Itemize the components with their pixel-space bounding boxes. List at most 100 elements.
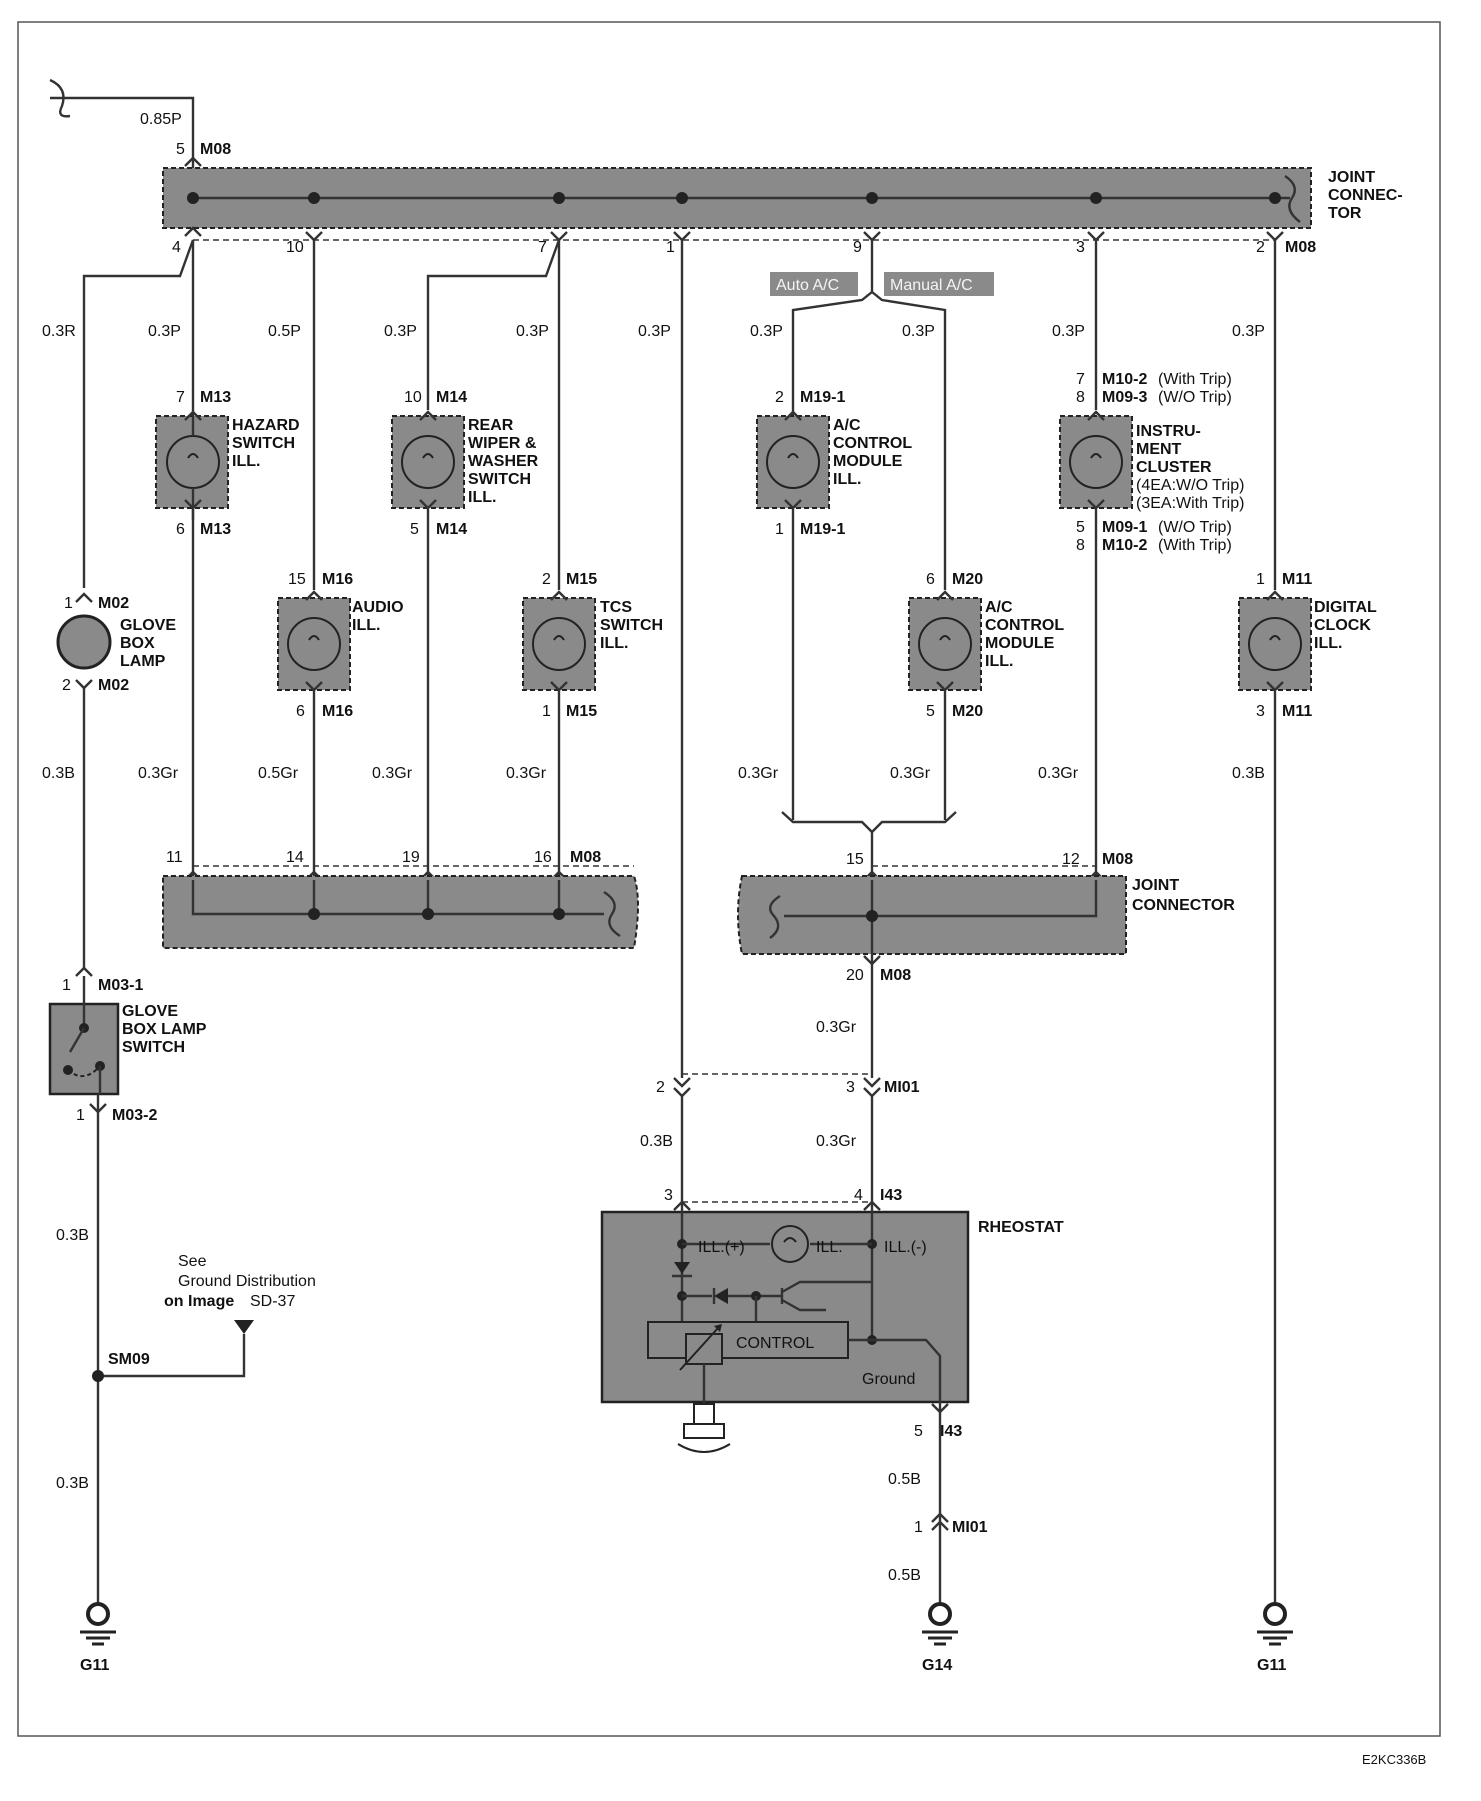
image-code: E2KC336B — [1362, 1752, 1426, 1767]
lower-label-acm2: 0.3Gr — [890, 765, 931, 782]
bus3-pin-15: 15 — [846, 851, 864, 868]
audio-conn-top: M16 — [322, 571, 353, 588]
feed-wire — [50, 96, 195, 176]
bus3-label-2: CONNECTOR — [1132, 897, 1235, 914]
left-wire-label-b: 0.3B — [56, 1475, 89, 1492]
wire-label-auto-ac: 0.3P — [750, 323, 783, 340]
ground-g11-right-icon — [1257, 1602, 1293, 1646]
top-bus-break-symbol — [1284, 175, 1301, 223]
mi01-pin-2: 2 — [656, 1079, 665, 1096]
sm09-splice-dot — [92, 1370, 104, 1382]
bus2-line — [191, 880, 604, 916]
acm2-label-3: MODULE — [985, 635, 1055, 652]
connector-m08-right: M08 — [1285, 239, 1316, 256]
bus3-pin-20: 20 — [846, 967, 864, 984]
ground-g14: G14 — [922, 1657, 952, 1674]
bottom-conn-mi01: MI01 — [952, 1519, 988, 1536]
rheostat-knob-icon — [677, 1403, 731, 1453]
rheo-ground: Ground — [862, 1371, 915, 1388]
cluster-pin-bot1: 5 — [1076, 519, 1085, 536]
tcs-pin-bot: 1 — [542, 703, 551, 720]
rheo-pin-3: 3 — [664, 1187, 673, 1204]
bus2-pin-19: 19 — [402, 849, 420, 866]
lower-label-hazard: 0.3Gr — [138, 765, 179, 782]
wire-ac-split — [791, 240, 947, 590]
hazard-conn-top: M13 — [200, 389, 231, 406]
cluster-note-top1: (With Trip) — [1158, 371, 1232, 388]
audio-ill — [277, 590, 351, 692]
gsw-pin-top: 1 — [62, 977, 71, 994]
top-joint-label-3: TOR — [1328, 205, 1362, 222]
lower-label-acm1: 0.3Gr — [738, 765, 779, 782]
manual-ac-tag-text: Manual A/C — [890, 277, 973, 294]
audio-conn-bot: M16 — [322, 703, 353, 720]
glove-conn-bot: M02 — [98, 677, 129, 694]
lower-label-tcs: 0.3Gr — [506, 765, 547, 782]
wire-label-manual-ac: 0.3P — [902, 323, 935, 340]
hazard-pin-top: 7 — [176, 389, 185, 406]
digital-clock-ill — [1238, 590, 1312, 692]
mi01-wire-left: 0.3B — [640, 1133, 673, 1150]
audio-label-1: AUDIO — [352, 599, 404, 616]
lower-label-audio: 0.5Gr — [258, 765, 299, 782]
clock-label-3: ILL. — [1314, 635, 1342, 652]
cluster-label-4: (4EA:W/O Trip) — [1136, 477, 1244, 494]
gsw-pin-bot: 1 — [76, 1107, 85, 1124]
cluster-note-bot1: (W/O Trip) — [1158, 519, 1232, 536]
wire-ac-merge — [781, 811, 957, 834]
connector-m08-top: M08 — [200, 141, 231, 158]
bus2-conn: M08 — [570, 849, 601, 866]
ac-control-module-ill-2 — [908, 590, 982, 692]
clock-label-2: CLOCK — [1314, 617, 1371, 634]
tcs-conn-top: M15 — [566, 571, 597, 588]
rheo-title: RHEOSTAT — [978, 1219, 1064, 1236]
clock-conn-bot: M11 — [1282, 703, 1312, 720]
bus3-pin-12: 12 — [1062, 851, 1080, 868]
gsw-conn-top: M03-1 — [98, 977, 143, 994]
wire-label-audio: 0.5P — [268, 323, 301, 340]
pin-3: 3 — [1076, 239, 1085, 256]
glove-label-1: GLOVE — [120, 617, 176, 634]
ground-note-3: on Image — [164, 1293, 234, 1310]
rear-conn-top: M14 — [436, 389, 467, 406]
bus3-conn-20: M08 — [880, 967, 911, 984]
tcs-label-3: ILL. — [600, 635, 628, 652]
feed-break-symbol — [49, 78, 71, 118]
hazard-switch-ill — [155, 410, 229, 520]
mi01-right-chevron — [863, 1077, 881, 1098]
pin-9: 9 — [853, 239, 862, 256]
glove-label-2: BOX — [120, 635, 155, 652]
wire-label-clock: 0.3P — [1232, 323, 1265, 340]
pin-5-top: 5 — [176, 141, 185, 158]
rheo-conn: I43 — [880, 1187, 902, 1204]
manual-ac-tag — [884, 272, 994, 296]
mi01-pin-3: 3 — [846, 1079, 855, 1096]
lower-label-cluster: 0.3Gr — [1038, 765, 1079, 782]
top-bus-dots — [187, 192, 1281, 204]
cluster-label-5: (3EA:With Trip) — [1136, 495, 1244, 512]
rear-label-1: REAR — [468, 417, 514, 434]
clock-pin-bot: 3 — [1256, 703, 1265, 720]
ground-g14-icon — [922, 1602, 958, 1646]
cluster-label-3: CLUSTER — [1136, 459, 1212, 476]
bus3-line — [784, 880, 1098, 918]
cluster-pin-top2: 8 — [1076, 389, 1085, 406]
wire-label-cluster: 0.3P — [1052, 323, 1085, 340]
cluster-note-bot2: (With Trip) — [1158, 537, 1232, 554]
wire-label-0-3r: 0.3R — [42, 323, 76, 340]
cluster-pin-bot2: 8 — [1076, 537, 1085, 554]
mi01-wire-right: 0.3Gr — [816, 1133, 857, 1150]
cluster-conn-top2: M09-3 — [1102, 389, 1147, 406]
pin-1: 1 — [666, 239, 675, 256]
sm09-label: SM09 — [108, 1351, 150, 1368]
hazard-label-1: HAZARD — [232, 417, 300, 434]
bottom-wire-1: 0.5B — [888, 1471, 921, 1488]
left-wire-label-a: 0.3B — [56, 1227, 89, 1244]
acm2-conn-bot: M20 — [952, 703, 983, 720]
top-joint-label-1: JOINT — [1328, 169, 1375, 186]
wire-label-rheostat: 0.3P — [638, 323, 671, 340]
tcs-label-2: SWITCH — [600, 617, 663, 634]
audio-label-2: ILL. — [352, 617, 380, 634]
diagram-frame — [17, 21, 1441, 1737]
